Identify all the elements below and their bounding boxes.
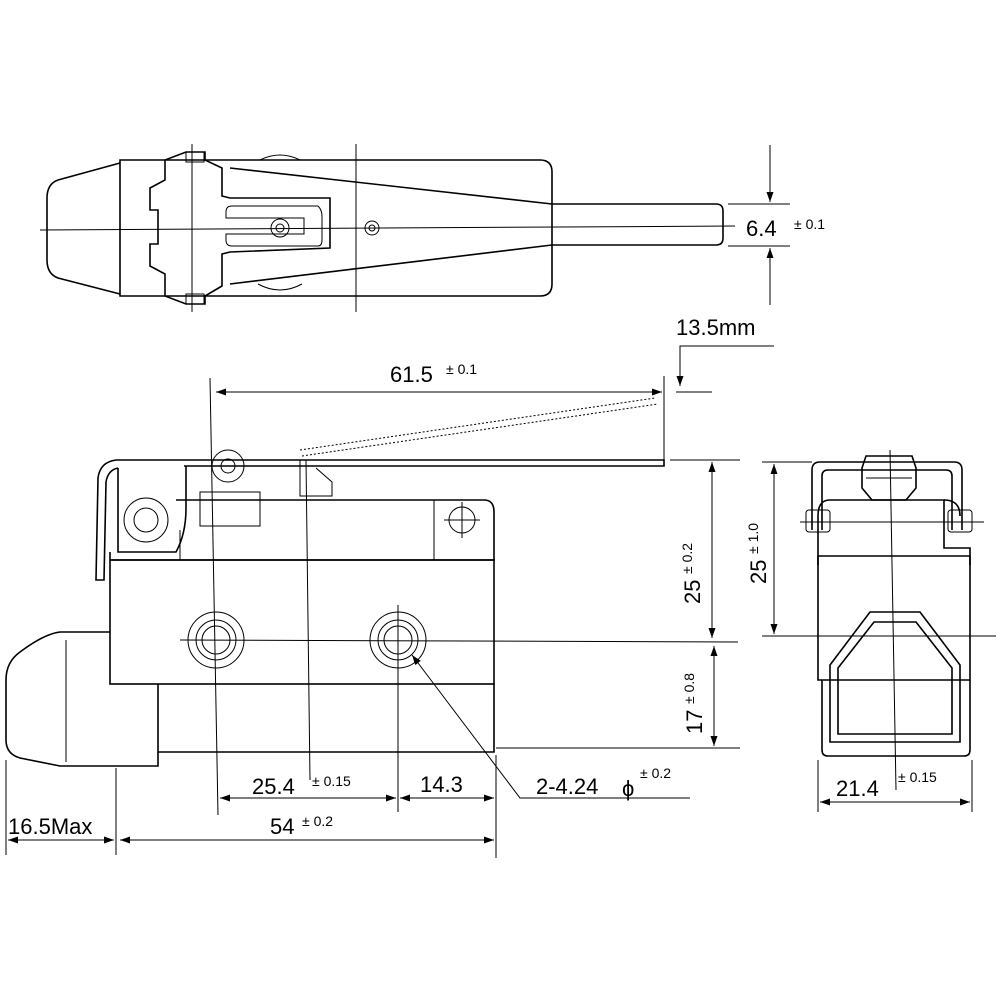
dim-lower-height-tol: ± 0.8 (681, 673, 697, 704)
dim-hole-to-edge: 14.3 (400, 772, 494, 802)
dim-side-width-value: 21.4 (836, 776, 879, 801)
dim-body-length-tol: ± 0.2 (302, 813, 333, 829)
dim-upper-height: 25 ± 0.2 (679, 462, 716, 638)
dim-lever-length-value: 61.5 (390, 362, 433, 387)
dim-hole-to-edge-value: 14.3 (420, 772, 463, 797)
dim-side-width-tol: ± 0.15 (898, 769, 937, 785)
callout-holes-symbol: ϕ (622, 776, 634, 801)
dim-plunger-max: 16.5Max (8, 814, 114, 844)
dim-side-height-value: 25 (746, 560, 771, 584)
dim-body-length: 54 ± 0.2 (120, 813, 494, 844)
dim-lever-offset: 13.5mm (676, 315, 774, 393)
dim-lever-offset-value: 13.5mm (676, 315, 755, 340)
dim-lever-length: 61.5 ± 0.1 (216, 361, 662, 396)
dim-hole-spacing: 25.4 ± 0.15 (220, 773, 396, 802)
dim-upper-height-value: 25 (680, 580, 705, 604)
dim-lever-width-value: 6.4 (746, 216, 777, 241)
dim-hole-spacing-value: 25.4 (252, 774, 295, 799)
side-view (762, 449, 996, 812)
dim-upper-height-tol: ± 0.2 (679, 543, 695, 574)
dim-lower-height: 17 ± 0.8 (681, 646, 718, 746)
callout-holes-tol: ± 0.2 (640, 765, 671, 781)
dim-hole-spacing-tol: ± 0.15 (312, 773, 351, 789)
dim-side-height: 25 ± 1.0 (745, 464, 778, 634)
callout-holes: 2-4.24 ϕ ± 0.2 (411, 654, 690, 801)
dim-side-width: 21.4 ± 0.15 (820, 769, 970, 806)
dim-body-length-value: 54 (270, 814, 294, 839)
dim-lever-length-tol: ± 0.1 (446, 361, 477, 377)
dim-lever-width-tol: ± 0.1 (794, 216, 825, 232)
callout-holes-value: 2-4.24 (536, 774, 598, 799)
front-view (5, 376, 740, 858)
dim-lever-width: 6.4 ± 0.1 (728, 145, 825, 305)
dim-side-height-tol: ± 1.0 (745, 523, 761, 554)
top-view (39, 144, 736, 312)
dim-plunger-max-value: 16.5Max (8, 814, 92, 839)
dim-lower-height-value: 17 (682, 710, 707, 734)
